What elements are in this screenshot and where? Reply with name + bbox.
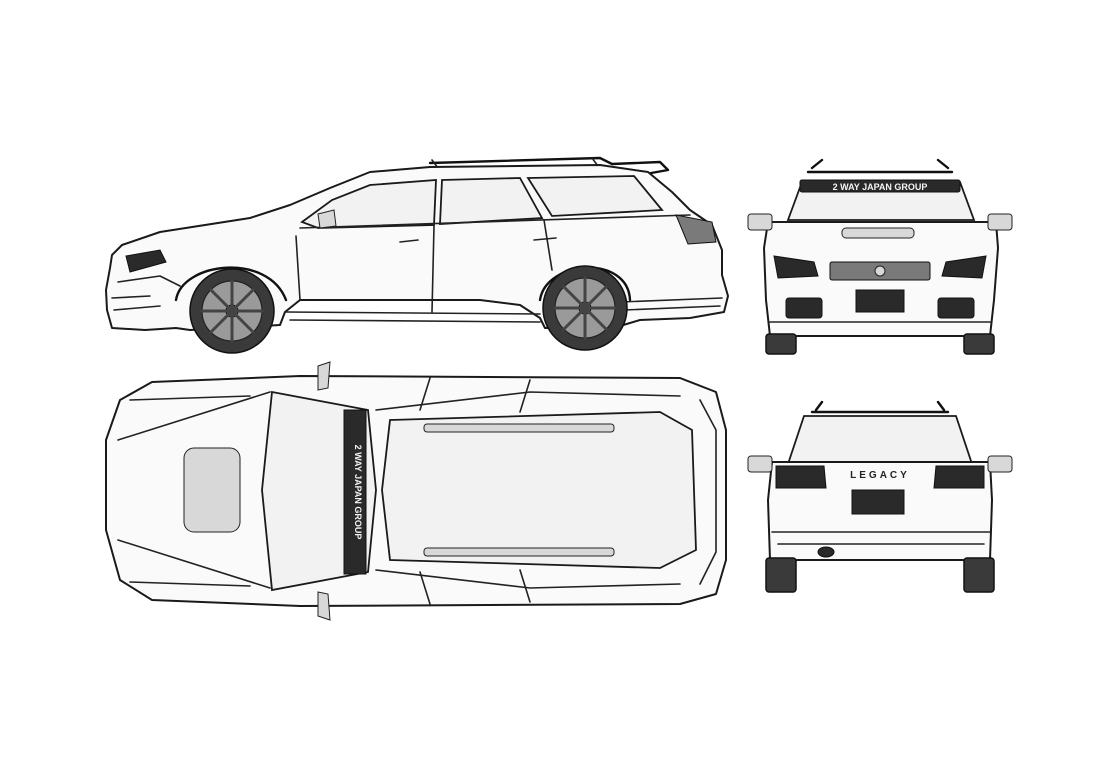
door-handles — [399, 237, 557, 243]
beltline — [299, 214, 691, 229]
rear-mirror-left — [747, 455, 773, 473]
front-view: 2 WAY JAPAN GROUP — [747, 158, 1013, 355]
rear-tail-light-left — [775, 465, 827, 489]
front-mirror-left — [747, 213, 773, 231]
top-windshield-banner-text: 2 WAY JAPAN GROUP — [353, 445, 363, 540]
roof-rail-right — [423, 547, 615, 557]
top-view: 2 WAY JAPAN GROUP — [105, 361, 727, 621]
hood-creases — [117, 391, 271, 589]
rear-wheel — [542, 265, 628, 351]
side-view — [105, 156, 729, 354]
front-mirror-right — [987, 213, 1013, 231]
front-wheel-arch — [174, 266, 288, 302]
windshield-banner — [799, 179, 961, 193]
front-lip — [111, 295, 161, 311]
fog-intake-left — [785, 297, 823, 319]
top-mirror-left — [317, 361, 331, 391]
rear-tail-light-right — [933, 465, 985, 489]
top-roof — [381, 411, 697, 569]
windshield-banner-text: 2 WAY JAPAN GROUP — [833, 182, 928, 192]
side-window-cargo — [526, 175, 664, 217]
front-license-plate — [855, 289, 905, 313]
rear-window — [786, 415, 974, 465]
side-headlight — [125, 249, 167, 273]
front-tire-right — [963, 333, 995, 355]
front-emblem — [874, 265, 886, 277]
rear-tire-left — [765, 557, 797, 593]
top-side-glass — [375, 391, 681, 589]
top-mirror-right — [317, 591, 331, 621]
side-mirror — [317, 209, 337, 229]
front-tire-left — [765, 333, 797, 355]
door-seams — [295, 219, 553, 313]
top-pillars — [419, 377, 531, 605]
top-tailgate — [699, 399, 717, 585]
rear-bumper-lines — [771, 531, 991, 545]
side-skirt — [285, 311, 541, 323]
front-headlight-left — [773, 255, 819, 279]
fender-lines — [129, 395, 251, 587]
hood-scoop — [841, 227, 915, 239]
exhaust-tip — [817, 546, 835, 558]
rear-badge: LEGACY — [850, 470, 910, 481]
front-bumper-line — [117, 275, 181, 287]
front-wheel — [189, 268, 275, 354]
rear-tire-right — [963, 557, 995, 593]
rear-roof-rails — [810, 400, 950, 414]
side-window-rear-door — [439, 177, 544, 225]
rear-bumper-line — [619, 297, 723, 311]
rear-view: LEGACY — [747, 400, 1013, 593]
front-roof-rails — [806, 158, 954, 174]
roof-rail — [428, 156, 670, 177]
top-hood-scoop — [183, 447, 241, 533]
fog-intake-right — [937, 297, 975, 319]
side-tail-light — [675, 214, 717, 245]
top-windshield-banner — [343, 409, 367, 575]
roof-rail-left — [423, 423, 615, 433]
rear-license-plate — [851, 489, 905, 515]
front-headlight-right — [941, 255, 987, 279]
rear-mirror-right — [987, 455, 1013, 473]
